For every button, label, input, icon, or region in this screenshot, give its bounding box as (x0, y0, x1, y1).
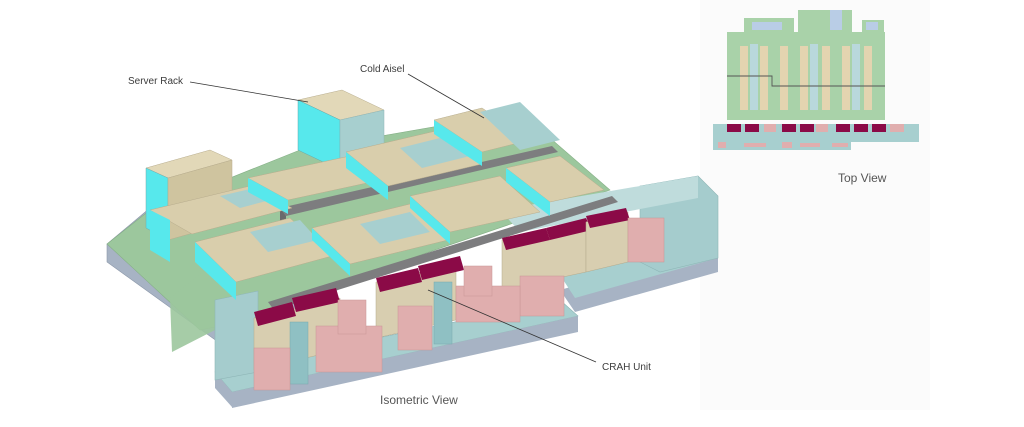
crah-unit-top (418, 256, 464, 280)
caption-isometric-view: Isometric View (380, 393, 458, 407)
top-view-crah-unit (872, 124, 886, 132)
server-rack (434, 120, 482, 166)
server-rack (248, 178, 288, 214)
top-view-rack-row (800, 46, 808, 110)
label-cold-aisle: Cold Aisel (360, 64, 404, 75)
pipe (433, 281, 453, 345)
cold-aisle (360, 212, 430, 244)
top-view-crah-unit (854, 124, 868, 132)
pink-boxes (253, 217, 665, 391)
top-view-pink-box (744, 143, 766, 147)
server-rack (312, 228, 350, 276)
top-view-crah-unit (836, 124, 850, 132)
leader-line-crah-unit (427, 289, 597, 363)
crah-room-edge (215, 372, 232, 407)
top-view-marker (752, 22, 782, 30)
top-view-crah-unit (800, 124, 814, 132)
containment-bar (268, 196, 618, 310)
pink-box (519, 275, 565, 317)
cold-aisle (250, 220, 318, 252)
label-crah-unit: CRAH Unit (602, 362, 651, 373)
server-rack (346, 152, 388, 200)
crah-unit-top (376, 268, 422, 292)
top-view-rack-row (780, 46, 788, 110)
top-view-cold-aisle (852, 44, 860, 110)
server-rack (195, 242, 236, 300)
pink-box (253, 347, 291, 391)
crah-unit-top (586, 208, 630, 228)
crah-unit-top (292, 288, 340, 312)
top-view-containment-line (727, 75, 885, 87)
top-view-rack-row (740, 46, 748, 110)
top-view-marker (866, 22, 878, 30)
top-view-pink-box (782, 142, 792, 148)
top-view-rack-row (842, 46, 850, 110)
crah-unit-top (254, 302, 296, 326)
top-view-cold-aisle (810, 44, 818, 110)
top-view-pink-box (764, 124, 776, 132)
top-view-pink-box (800, 143, 820, 147)
pipe (289, 321, 309, 385)
label-server-rack: Server Rack (128, 76, 184, 87)
server-rack (150, 210, 170, 262)
top-view-rack-row (760, 46, 768, 110)
crah-room-wall (214, 290, 259, 381)
top-view-marker (830, 10, 842, 30)
leader-line-server-rack (189, 81, 309, 103)
top-view-pink-box (718, 142, 726, 148)
top-view-rack-row (822, 46, 830, 110)
top-view-crah-unit (727, 124, 741, 132)
caption-top-view: Top View (838, 171, 887, 185)
crah-unit-top (546, 218, 592, 240)
crah-unit-top (502, 228, 550, 250)
containment-bar (280, 146, 558, 216)
cold-aisle (480, 102, 560, 150)
isometric-view (106, 89, 719, 408)
pink-box (463, 265, 493, 297)
top-view-pink-box (832, 143, 848, 147)
top-view-cold-aisle (750, 44, 758, 110)
top-view-pink-box (816, 124, 828, 132)
top-view-upper-block (798, 10, 852, 32)
pink-box (337, 299, 367, 335)
front-wall (170, 262, 215, 352)
crah-room-front (232, 316, 578, 408)
top-view-crah-unit (782, 124, 796, 132)
pink-box (627, 217, 665, 263)
leader-line-cold-aisle (407, 73, 485, 119)
pink-box (397, 305, 433, 351)
server-rack (506, 168, 550, 216)
top-view (713, 10, 919, 150)
top-view-pink-box (890, 124, 904, 132)
top-view-rack-row (864, 46, 872, 110)
server-rack (410, 196, 450, 244)
top-view-crah-unit (745, 124, 759, 132)
